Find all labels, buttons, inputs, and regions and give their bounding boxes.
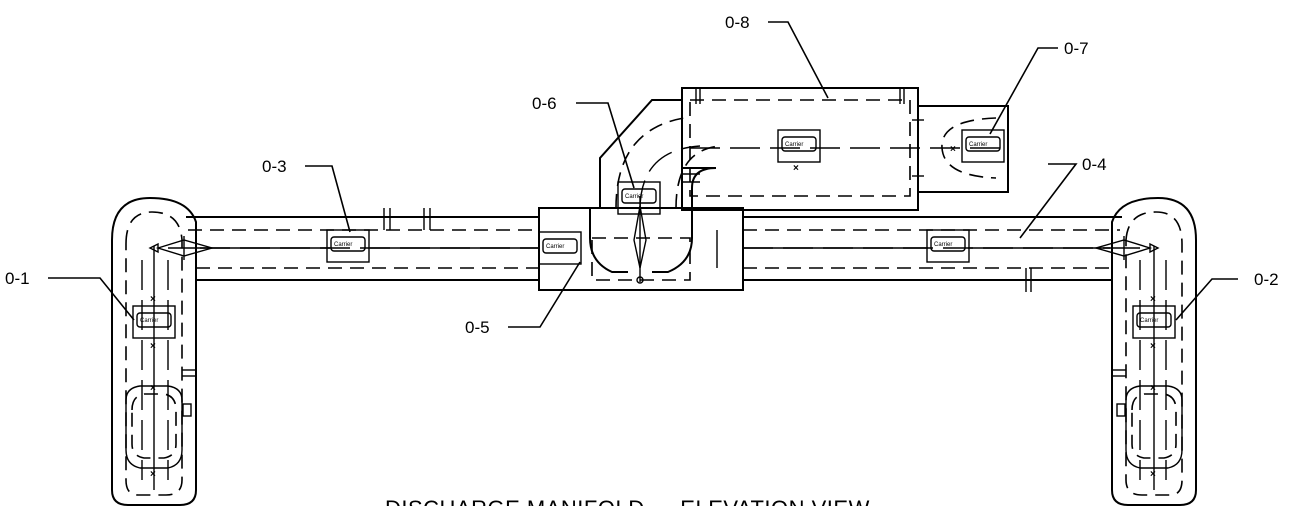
callout-0-8: 0-8 bbox=[725, 13, 750, 32]
nameplate-0-1: Carrier bbox=[132, 305, 176, 339]
vent-mark: × bbox=[150, 341, 156, 352]
vent-mark: × bbox=[150, 294, 156, 305]
svg-text:Carrier: Carrier bbox=[785, 142, 803, 148]
callout-0-2: 0-2 bbox=[1254, 270, 1279, 289]
end-cap: × bbox=[912, 105, 1009, 193]
nameplate-0-4: Carrier bbox=[926, 229, 970, 263]
nameplate-0-8: Carrier bbox=[777, 129, 821, 163]
left-leg: × × × × bbox=[111, 196, 197, 506]
upper-tank: × bbox=[681, 87, 1008, 211]
drawing-title: DISCHARGE MANIFOLD — ELEVATION VIEW bbox=[385, 496, 870, 506]
header-pipe-right bbox=[716, 216, 1160, 292]
svg-text:Carrier: Carrier bbox=[334, 242, 352, 248]
svg-text:Carrier: Carrier bbox=[140, 318, 158, 324]
vent-mark: × bbox=[793, 163, 799, 174]
vent-mark: × bbox=[950, 144, 956, 155]
nameplate-0-5: Carrier bbox=[538, 231, 582, 265]
vent-mark: × bbox=[1150, 341, 1156, 352]
callout-0-7: 0-7 bbox=[1064, 39, 1089, 58]
nameplate-0-6: Carrier bbox=[617, 181, 661, 215]
vent-mark: × bbox=[1150, 294, 1156, 305]
vent-mark: × bbox=[150, 469, 156, 480]
vent-mark: × bbox=[150, 383, 156, 394]
callout-0-6: 0-6 bbox=[532, 94, 557, 113]
callout-0-4: 0-4 bbox=[1082, 155, 1107, 174]
svg-text:Carrier: Carrier bbox=[969, 142, 987, 148]
callout-0-5: 0-5 bbox=[465, 318, 490, 337]
vent-mark: × bbox=[1150, 383, 1156, 394]
svg-text:Carrier: Carrier bbox=[625, 194, 643, 200]
right-leg: × × × × bbox=[1111, 196, 1197, 506]
callout-0-1: 0-1 bbox=[5, 269, 30, 288]
callout-0-3: 0-3 bbox=[262, 157, 287, 176]
vent-mark: × bbox=[1150, 469, 1156, 480]
nameplate-0-2: Carrier bbox=[1132, 305, 1176, 339]
nameplate-0-7: Carrier bbox=[961, 129, 1005, 163]
nameplate-0-3: Carrier bbox=[326, 229, 370, 263]
svg-text:Carrier: Carrier bbox=[546, 244, 564, 250]
svg-text:Carrier: Carrier bbox=[1140, 318, 1158, 324]
svg-text:Carrier: Carrier bbox=[934, 242, 952, 248]
